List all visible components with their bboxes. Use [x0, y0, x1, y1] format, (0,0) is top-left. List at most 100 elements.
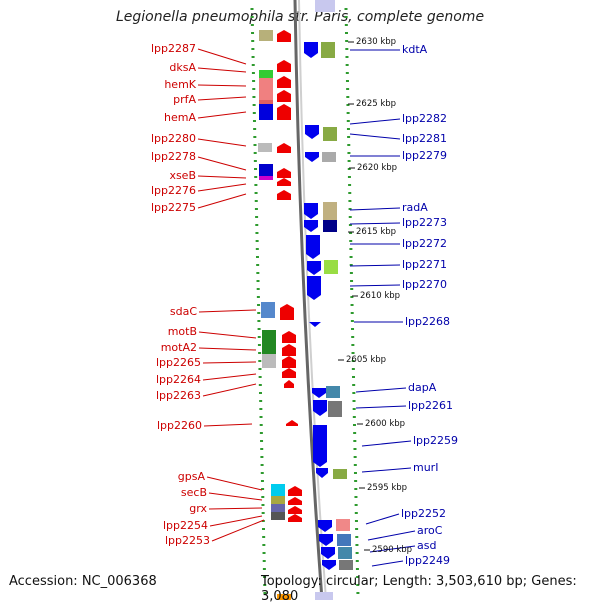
forward-gene-arrow — [277, 76, 291, 88]
gene-label[interactable]: lpp2276 — [150, 184, 196, 197]
inner-tick-marks-left — [255, 232, 259, 234]
forward-gene-feature — [259, 30, 273, 41]
reverse-gene-arrow — [307, 261, 321, 275]
gene-label[interactable]: murI — [413, 461, 439, 474]
gene-label[interactable]: xseB — [169, 169, 196, 182]
gene-label[interactable]: lpp2249 — [405, 554, 451, 567]
inner-tick-marks-left — [252, 80, 256, 82]
gene-label[interactable]: lpp2264 — [155, 373, 201, 386]
gene-label[interactable]: lpp2263 — [155, 389, 201, 402]
inner-tick-marks-left — [252, 96, 256, 98]
reverse-gene-feature — [324, 260, 338, 274]
inner-tick-marks-left — [258, 368, 262, 370]
gene-label[interactable]: lpp2253 — [164, 534, 210, 547]
label-connector — [349, 207, 401, 211]
inner-tick-marks-left — [261, 496, 265, 498]
label-connector — [202, 373, 257, 381]
gene-label[interactable]: lpp2272 — [402, 237, 448, 250]
inner-tick-marks-right — [351, 368, 355, 370]
label-connector — [349, 133, 401, 140]
gene-label[interactable]: lpp2280 — [150, 132, 196, 145]
gene-label[interactable]: lpp2259 — [413, 434, 459, 447]
inner-tick-marks-left — [251, 32, 255, 34]
label-connector — [355, 387, 407, 393]
bottom-feature-stub — [315, 592, 333, 600]
inner-tick-marks-left — [257, 328, 261, 330]
forward-gene-feature — [259, 100, 273, 105]
gene-label[interactable]: radA — [402, 201, 428, 214]
forward-gene-feature — [259, 104, 273, 120]
gene-label[interactable]: lpp2275 — [150, 201, 196, 214]
label-connector — [365, 513, 400, 525]
inner-tick-marks-left — [260, 456, 264, 458]
gene-label[interactable]: lpp2278 — [150, 150, 196, 163]
label-connector — [202, 361, 257, 364]
inner-tick-marks-right — [354, 512, 358, 514]
gene-label[interactable]: gpsA — [177, 470, 205, 483]
inner-tick-marks-right — [353, 432, 357, 434]
gene-label[interactable]: grx — [189, 502, 207, 515]
gene-label[interactable]: lpp2265 — [155, 356, 201, 369]
gene-label[interactable]: lpp2261 — [408, 399, 454, 412]
reverse-gene-arrow — [307, 276, 321, 300]
gene-label[interactable]: lpp2270 — [402, 278, 448, 291]
inner-tick-marks-right — [344, 24, 348, 26]
reverse-gene-arrow — [304, 42, 318, 58]
inner-tick-marks-left — [252, 88, 256, 90]
gene-label[interactable]: dksA — [169, 61, 196, 74]
gene-label[interactable]: aroC — [417, 524, 443, 537]
gene-label[interactable]: lpp2254 — [162, 519, 208, 532]
gene-label[interactable]: motA2 — [160, 341, 197, 354]
inner-tick-marks-left — [257, 304, 261, 306]
gene-label[interactable]: lpp2260 — [156, 419, 202, 432]
gene-label[interactable]: hemK — [164, 78, 196, 91]
inner-tick-marks-right — [345, 80, 349, 82]
inner-tick-marks-left — [254, 176, 258, 178]
gene-label[interactable]: lpp2279 — [402, 149, 448, 162]
bottom-feature-stub — [277, 594, 291, 600]
gene-label[interactable]: lpp2281 — [402, 132, 448, 145]
forward-gene-arrow — [286, 420, 298, 426]
gene-label[interactable]: lpp2252 — [401, 507, 447, 520]
label-connector — [198, 309, 257, 313]
reverse-gene-feature — [339, 560, 353, 570]
forward-gene-feature — [259, 78, 273, 100]
label-connector — [361, 440, 412, 447]
inner-tick-marks-right — [349, 256, 353, 258]
inner-tick-marks-right — [345, 64, 349, 66]
inner-tick-marks-right — [350, 280, 354, 282]
inner-tick-marks-left — [251, 48, 255, 50]
gene-label[interactable]: dapA — [408, 381, 437, 394]
forward-gene-arrow — [277, 190, 291, 200]
reverse-gene-arrow — [318, 520, 332, 532]
gene-label[interactable]: kdtA — [402, 43, 428, 56]
inner-tick-marks-left — [259, 424, 263, 426]
reverse-gene-arrow — [305, 125, 319, 139]
gene-label[interactable]: lpp2273 — [402, 216, 448, 229]
gene-label[interactable]: asd — [417, 539, 437, 552]
gene-label[interactable]: prfA — [173, 93, 196, 106]
inner-tick-marks-right — [346, 96, 350, 98]
gene-label[interactable]: motB — [167, 325, 197, 338]
inner-tick-marks-right — [348, 208, 352, 210]
gene-label[interactable]: sdaC — [169, 305, 197, 318]
forward-gene-arrow — [282, 368, 296, 378]
gene-label[interactable]: hemA — [164, 111, 196, 124]
inner-tick-marks-right — [352, 392, 356, 394]
inner-tick-marks-left — [258, 376, 262, 378]
forward-gene-arrow — [277, 178, 291, 186]
gene-label[interactable]: lpp2282 — [402, 112, 448, 125]
gene-label[interactable]: secB — [180, 486, 207, 499]
inner-tick-marks-right — [355, 560, 359, 562]
label-connector — [197, 183, 247, 192]
label-connector — [202, 383, 257, 397]
gene-label[interactable]: lpp2271 — [402, 258, 448, 271]
inner-tick-marks-left — [259, 416, 263, 418]
gene-label[interactable]: lpp2287 — [150, 42, 196, 55]
reverse-gene-arrow — [304, 203, 318, 219]
inner-tick-marks-left — [252, 104, 256, 106]
inner-tick-marks-left — [260, 464, 264, 466]
kbp-label: 2605 kbp — [346, 355, 387, 365]
gene-label[interactable]: lpp2268 — [405, 315, 451, 328]
